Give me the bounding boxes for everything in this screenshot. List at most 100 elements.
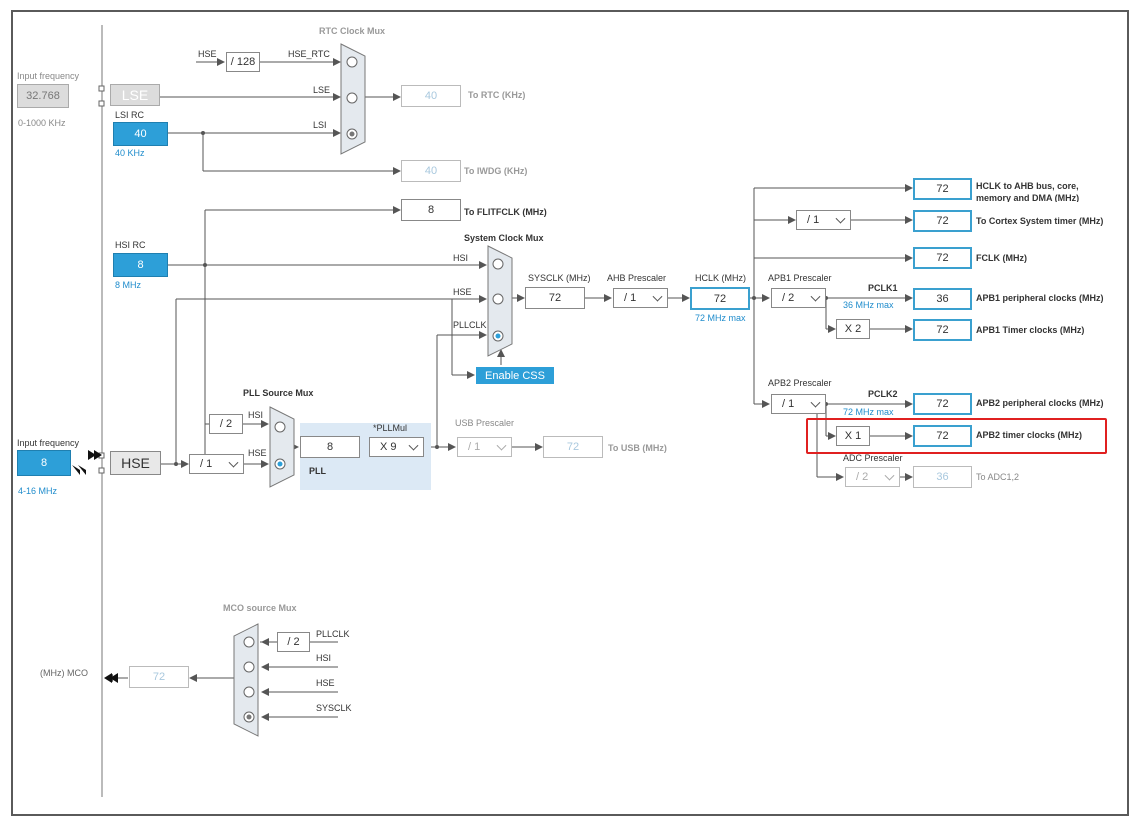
pll-input-value: 8 bbox=[300, 436, 360, 458]
chevron-down-icon bbox=[810, 397, 821, 408]
apb2-timer-output-label: APB2 timer clocks (MHz) bbox=[976, 430, 1083, 440]
lse-frequency-input[interactable]: 32.768 bbox=[17, 84, 69, 108]
sysmux-hse-label: HSE bbox=[453, 287, 472, 297]
hclk-label: HCLK (MHz) bbox=[695, 273, 746, 283]
system-clock-mux-title: System Clock Mux bbox=[464, 233, 544, 243]
enable-css-button[interactable]: Enable CSS bbox=[476, 367, 554, 384]
to-iwdg-label: To IWDG (KHz) bbox=[464, 166, 528, 176]
mco-output-label: (MHz) MCO bbox=[40, 668, 88, 678]
pll-multiplier-value: X 9 bbox=[380, 441, 397, 453]
pll-multiplier-select[interactable]: X 9 bbox=[369, 437, 424, 457]
mco-hsi-label: HSI bbox=[316, 653, 332, 663]
hse-input-label: Input frequency bbox=[17, 438, 80, 448]
ahb-prescaler-label: AHB Prescaler bbox=[607, 273, 667, 283]
cortex-timer-output-value: 72 bbox=[913, 210, 972, 232]
pclk1-label: PCLK1 bbox=[868, 283, 898, 293]
lse-source-block: LSE bbox=[110, 84, 160, 106]
apb1-prescaler-select[interactable]: / 2 bbox=[771, 288, 826, 308]
rtc-output-value: 40 bbox=[401, 85, 461, 107]
hclk-ahb-output-value: 72 bbox=[913, 178, 972, 200]
hclk-ahb-output-label: HCLK to AHB bus, core, memory and DMA (M… bbox=[976, 181, 1080, 202]
hse-range-label: 4-16 MHz bbox=[18, 486, 58, 496]
pll-src-hse-label: HSE bbox=[248, 448, 267, 458]
lse-input-label: Input frequency bbox=[17, 71, 80, 81]
hclk-max-label: 72 MHz max bbox=[695, 313, 746, 323]
ahb-prescaler-select[interactable]: / 1 bbox=[613, 288, 668, 308]
mco-pllclk-label: PLLCLK bbox=[316, 629, 350, 639]
sysmux-pllclk-label: PLLCLK bbox=[453, 320, 487, 330]
adc-output-value: 36 bbox=[913, 466, 972, 488]
rtc-lsi-label: LSI bbox=[313, 120, 327, 130]
cortex-timer-output-label: To Cortex System timer (MHz) bbox=[976, 216, 1104, 226]
lsi-frequency-label: 40 KHz bbox=[115, 148, 145, 158]
mco-source-mux-title: MCO source Mux bbox=[223, 603, 297, 613]
to-adc-label: To ADC1,2 bbox=[976, 472, 1020, 482]
hsi-rc-label: HSI RC bbox=[115, 240, 146, 250]
rtc-lse-label: LSE bbox=[313, 85, 331, 95]
mco-pll-divider: / 2 bbox=[277, 632, 310, 652]
chevron-down-icon bbox=[408, 440, 419, 451]
chevron-down-icon bbox=[884, 470, 895, 481]
apb2-max-label: 72 MHz max bbox=[843, 407, 894, 417]
mco-output-value: 72 bbox=[129, 666, 189, 688]
pll-src-hsi-label: HSI bbox=[248, 410, 264, 420]
chevron-down-icon bbox=[496, 440, 507, 451]
apb1-timer-multiplier: X 2 bbox=[836, 319, 870, 339]
usb-prescaler-value: / 1 bbox=[468, 441, 481, 453]
sysmux-hsi-label: HSI bbox=[453, 253, 469, 263]
cortex-prescaler-select[interactable]: / 1 bbox=[796, 210, 851, 230]
apb1-peripheral-output-value: 36 bbox=[913, 288, 972, 310]
fclk-output-label: FCLK (MHz) bbox=[976, 253, 1027, 263]
apb2-prescaler-label: APB2 Prescaler bbox=[768, 378, 832, 388]
to-usb-label: To USB (MHz) bbox=[608, 443, 667, 453]
hclk-value-input[interactable]: 72 bbox=[690, 287, 750, 310]
mco-sysclk-label: SYSCLK bbox=[316, 703, 352, 713]
sysclk-value: 72 bbox=[525, 287, 585, 309]
apb2-prescaler-value: / 1 bbox=[782, 398, 795, 410]
chevron-down-icon bbox=[652, 291, 663, 302]
hsi-rc-value: 8 bbox=[113, 253, 168, 277]
adc-prescaler-select[interactable]: / 2 bbox=[845, 467, 900, 487]
hsi-frequency-label: 8 MHz bbox=[115, 280, 142, 290]
chevron-down-icon bbox=[228, 457, 239, 468]
chevron-down-icon bbox=[835, 213, 846, 224]
apb1-timer-output-value: 72 bbox=[913, 319, 972, 341]
apb2-timer-output-value: 72 bbox=[913, 425, 972, 447]
lse-range-label: 0-1000 KHz bbox=[18, 118, 66, 128]
rtc-hse-divider[interactable]: / 128 bbox=[226, 52, 260, 72]
ahb-prescaler-value: / 1 bbox=[624, 292, 637, 304]
to-rtc-label: To RTC (KHz) bbox=[468, 90, 526, 100]
usb-prescaler-label: USB Prescaler bbox=[455, 418, 515, 428]
hse-frequency-input[interactable]: 8 bbox=[17, 450, 71, 476]
apb1-peripheral-output-label: APB1 peripheral clocks (MHz) bbox=[976, 293, 1104, 303]
mco-hse-label: HSE bbox=[316, 678, 335, 688]
adc-prescaler-value: / 2 bbox=[856, 471, 869, 483]
rtc-hse-rtc-label: HSE_RTC bbox=[288, 49, 330, 59]
apb2-prescaler-select[interactable]: / 1 bbox=[771, 394, 826, 414]
usb-output-value: 72 bbox=[543, 436, 603, 458]
apb2-timer-highlight bbox=[806, 418, 1107, 454]
iwdg-output-value: 40 bbox=[401, 160, 461, 182]
apb2-peripheral-output-value: 72 bbox=[913, 393, 972, 415]
apb2-peripheral-output-label: APB2 peripheral clocks (MHz) bbox=[976, 398, 1104, 408]
sysclk-label: SYSCLK (MHz) bbox=[528, 273, 591, 283]
diagram-frame bbox=[11, 10, 1129, 816]
fclk-output-value: 72 bbox=[913, 247, 972, 269]
lsi-rc-value: 40 bbox=[113, 122, 168, 146]
lsi-rc-label: LSI RC bbox=[115, 110, 145, 120]
usb-prescaler-select[interactable]: / 1 bbox=[457, 437, 512, 457]
hse-prescaler-value: / 1 bbox=[200, 458, 213, 470]
flitfclk-output-value: 8 bbox=[401, 199, 461, 221]
apb2-timer-multiplier: X 1 bbox=[836, 426, 870, 446]
pclk2-label: PCLK2 bbox=[868, 389, 898, 399]
pll-label: PLL bbox=[309, 466, 326, 476]
cortex-prescaler-value: / 1 bbox=[807, 214, 820, 226]
apb1-prescaler-label: APB1 Prescaler bbox=[768, 273, 832, 283]
chevron-down-icon bbox=[810, 291, 821, 302]
pll-mul-label: *PLLMul bbox=[373, 423, 408, 433]
hse-prescaler-select[interactable]: / 1 bbox=[189, 454, 244, 474]
apb1-max-label: 36 MHz max bbox=[843, 300, 894, 310]
apb1-prescaler-value: / 2 bbox=[782, 292, 795, 304]
